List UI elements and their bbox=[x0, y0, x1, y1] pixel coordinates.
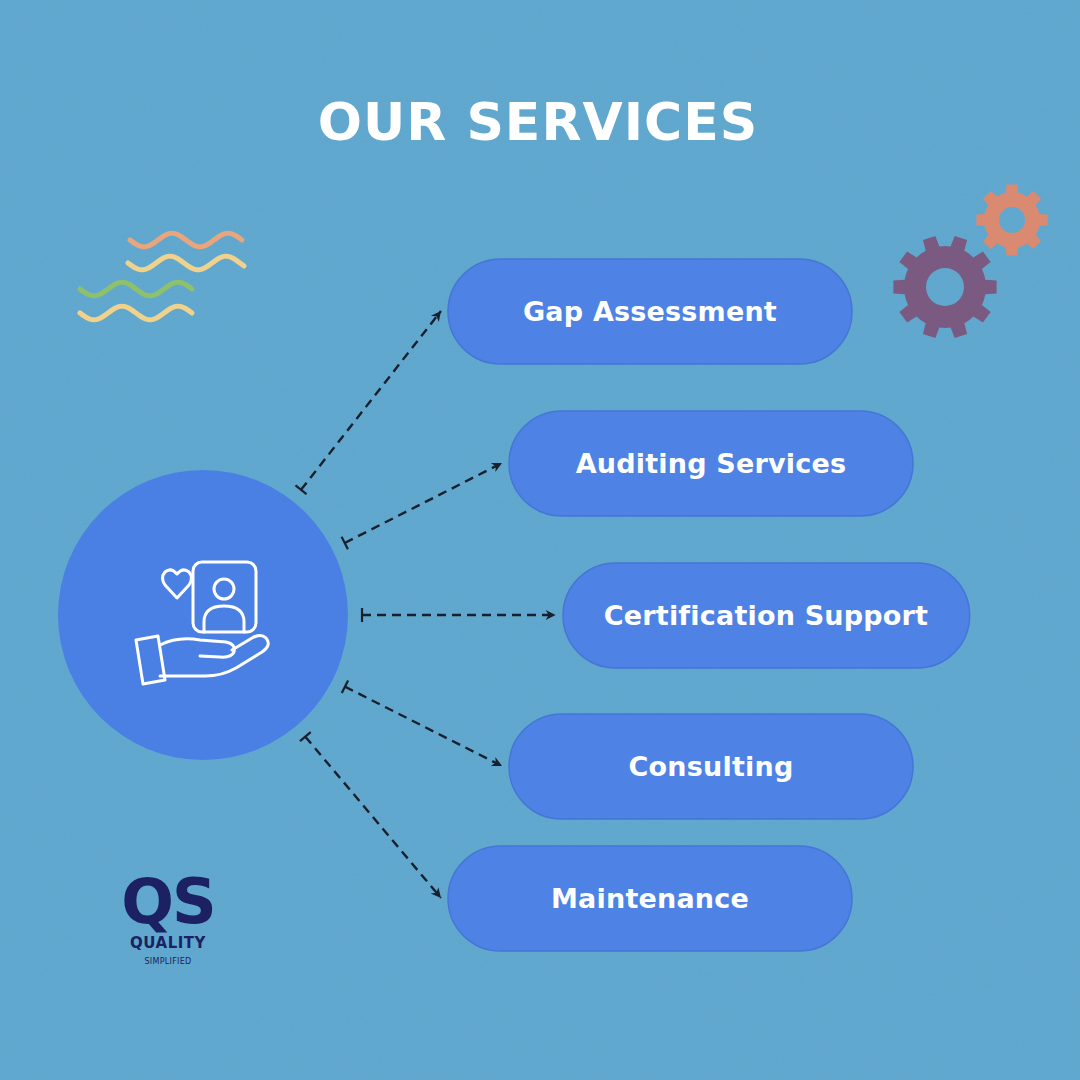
wavy-line bbox=[80, 306, 192, 320]
card bbox=[193, 562, 256, 632]
pill-shape bbox=[509, 411, 913, 516]
wavy-line bbox=[80, 282, 192, 296]
service-label: Auditing Services bbox=[576, 448, 847, 479]
wavy-line bbox=[128, 256, 244, 270]
pill-shape bbox=[509, 714, 913, 819]
service-label: Gap Assessment bbox=[523, 296, 777, 327]
wavy-line bbox=[130, 233, 242, 247]
wavy-lines bbox=[80, 233, 244, 320]
hub-circle-shape bbox=[58, 470, 348, 760]
dashed-arrow bbox=[362, 614, 556, 616]
gear bbox=[976, 184, 1047, 255]
person-head bbox=[214, 579, 234, 599]
dashed-arrow bbox=[301, 311, 441, 490]
gears bbox=[893, 184, 1047, 338]
pill-shape bbox=[448, 846, 852, 951]
dashed-arrow bbox=[305, 737, 441, 898]
palm bbox=[160, 636, 268, 677]
dashed-arrow bbox=[345, 463, 502, 543]
title: OUR SERVICES bbox=[318, 92, 758, 152]
pill-shape bbox=[563, 563, 970, 668]
service-box: Certification Support bbox=[562, 562, 971, 669]
hand-card-icon bbox=[136, 562, 268, 684]
dashed-arrow bbox=[345, 687, 502, 766]
logo-text: QUALITY bbox=[130, 936, 206, 951]
person-body bbox=[204, 606, 244, 632]
heart bbox=[163, 570, 192, 598]
hub-circle bbox=[58, 470, 348, 760]
wrist bbox=[136, 636, 165, 684]
service-box: Consulting bbox=[508, 713, 914, 820]
service-label: Consulting bbox=[629, 751, 794, 782]
service-box: Gap Assessment bbox=[447, 258, 853, 365]
logo-mark: QS bbox=[121, 871, 214, 933]
service-box: Auditing Services bbox=[508, 410, 914, 517]
pill-shape bbox=[448, 259, 852, 364]
logo-text: SIMPLIFIED bbox=[144, 958, 191, 966]
service-label: Maintenance bbox=[551, 883, 749, 914]
service-label: Certification Support bbox=[604, 600, 928, 631]
node-outline bbox=[58, 470, 348, 760]
gear bbox=[893, 236, 996, 338]
service-box: Maintenance bbox=[447, 845, 853, 952]
